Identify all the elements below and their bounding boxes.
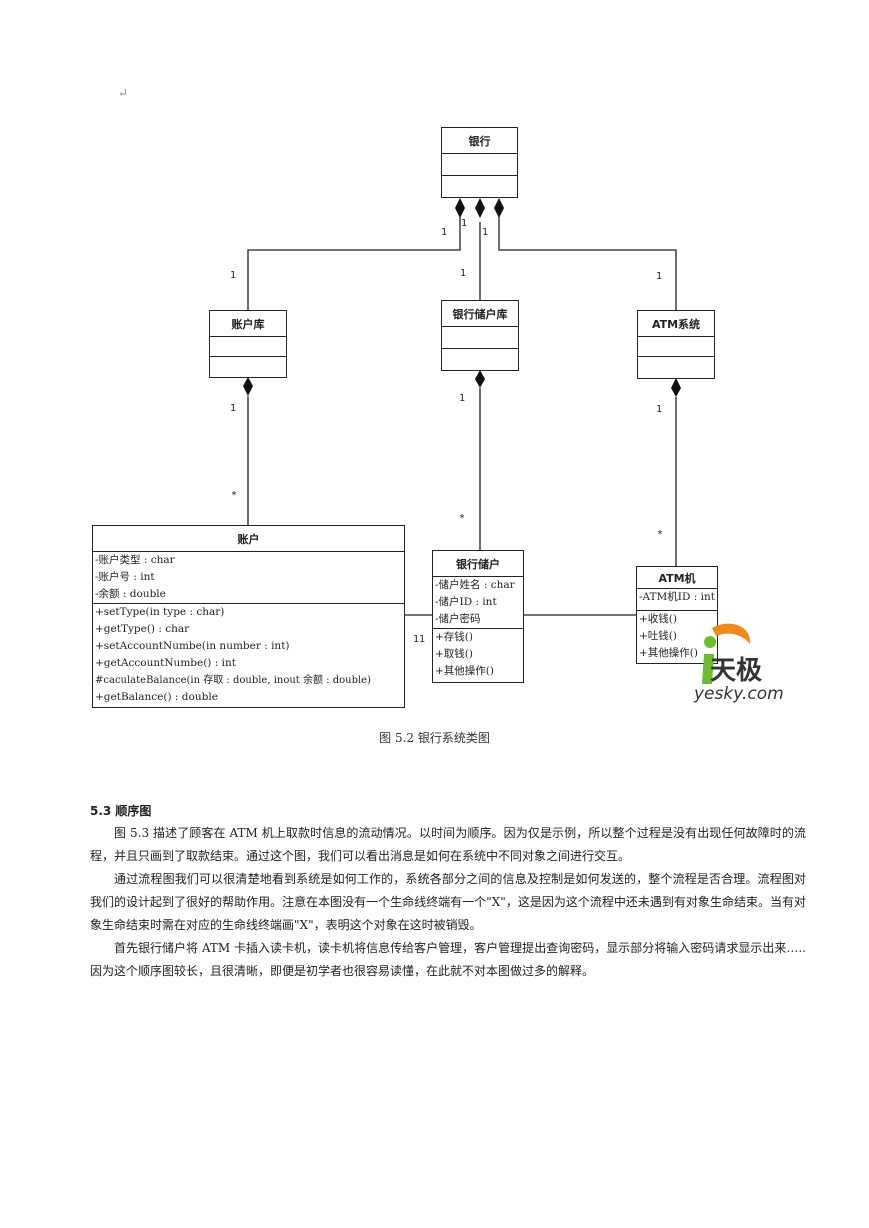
operation-list: +存钱() +取钱() +其他操作(): [433, 629, 523, 680]
body-text: 图 5.3 描述了顾客在 ATM 机上取款时信息的流动情况。以时间为顺序。因为仅…: [90, 822, 806, 983]
multiplicity: 1: [656, 271, 663, 282]
class-title: 账户: [93, 526, 404, 552]
attribute: -账户号 : int: [95, 571, 155, 583]
class-bank: 银行: [441, 127, 518, 198]
logo-mark: [702, 623, 751, 684]
multiplicity: 1: [441, 227, 448, 238]
class-title: 银行储户: [433, 551, 523, 577]
class-diagram: 银行 账户库 银行储户库 ATM系统 账户 -账户类型 : char -账户号 …: [92, 127, 718, 708]
attribute-list: -储户姓名 : char -储户ID : int -储户密码: [433, 577, 523, 629]
operation: +setAccountNumbe(in number : int): [95, 640, 290, 652]
operation: +getBalance() : double: [95, 691, 218, 703]
multiplicity: 1: [461, 218, 468, 229]
class-title: ATM机: [637, 567, 717, 589]
logo-site: yesky.com: [694, 684, 784, 704]
attribute: -储户密码: [435, 613, 481, 625]
class-atm-system: ATM系统: [637, 310, 715, 379]
paragraph: 首先银行储户将 ATM 卡插入读卡机，读卡机将信息传给客户管理，客户管理提出查询…: [90, 941, 806, 978]
multiplicity: *: [657, 529, 664, 540]
composition-diamond: [475, 370, 485, 388]
operation-list: +收钱() +吐钱() +其他操作(): [637, 611, 717, 662]
class-account: 账户 -账户类型 : char -账户号 : int -余额 : double …: [92, 525, 405, 708]
class-title: 银行: [442, 128, 517, 154]
paragraph: 图 5.3 描述了顾客在 ATM 机上取款时信息的流动情况。以时间为顺序。因为仅…: [90, 826, 806, 863]
paragraph-mark: ↵: [118, 86, 129, 100]
operation: +其他操作(): [639, 647, 698, 659]
figure-caption: 图 5.2 银行系统类图: [379, 731, 490, 745]
operation: +getAccountNumbe() : int: [95, 657, 236, 669]
logo-brand: 天极: [710, 656, 763, 686]
composition-diamond: [475, 198, 485, 218]
attribute: -储户ID : int: [435, 596, 497, 608]
operation-list: +setType(in type : char) +getType() : ch…: [93, 604, 404, 706]
multiplicity: 11: [413, 634, 426, 645]
class-title: 账户库: [210, 311, 286, 337]
class-atm: ATM机 -ATM机ID : int +收钱() +吐钱() +其他操作(): [636, 566, 718, 664]
composition-diamond: [671, 378, 681, 397]
multiplicity: 1: [460, 268, 467, 279]
paragraph: 通过流程图我们可以很清楚地看到系统是如何工作的，系统各部分之间的信息及控制是如何…: [90, 872, 806, 932]
operation: +getType() : char: [95, 623, 190, 635]
class-account-lib: 账户库: [209, 310, 287, 378]
multiplicity: 1: [482, 227, 489, 238]
composition-diamond: [243, 377, 253, 396]
operation: #caculateBalance(in 存取 : double, inout 余…: [95, 675, 371, 686]
operation: +取钱(): [435, 648, 473, 660]
attribute: -余额 : double: [95, 588, 166, 600]
operation: +其他操作(): [435, 665, 494, 677]
attribute: -储户姓名 : char: [435, 579, 515, 591]
multiplicity: 1: [459, 393, 466, 404]
operation: +存钱(): [435, 631, 473, 643]
multiplicity: 1: [230, 270, 237, 281]
attribute: -ATM机ID : int: [639, 591, 715, 603]
section-title: 5.3 顺序图: [90, 804, 152, 818]
operation: +吐钱(): [639, 630, 677, 642]
class-bank-user-lib: 银行储户库: [441, 300, 519, 371]
yesky-logo: 天极 yesky.com: [690, 620, 790, 715]
class-title: 银行储户库: [442, 301, 518, 327]
composition-diamond: [455, 198, 465, 218]
composition-diamond: [494, 198, 504, 218]
multiplicity: *: [231, 490, 238, 501]
class-title: ATM系统: [638, 311, 714, 337]
operation: +setType(in type : char): [95, 606, 225, 618]
attribute-list: -ATM机ID : int: [637, 589, 717, 611]
diagram-connectors: [243, 198, 681, 616]
operation: +收钱(): [639, 613, 677, 625]
multiplicity: 1: [656, 404, 663, 415]
attribute: -账户类型 : char: [95, 554, 175, 566]
multiplicity: 1: [230, 403, 237, 414]
multiplicity: *: [459, 513, 466, 524]
class-bank-user: 银行储户 -储户姓名 : char -储户ID : int -储户密码 +存钱(…: [432, 550, 524, 683]
attribute-list: -账户类型 : char -账户号 : int -余额 : double: [93, 552, 404, 604]
